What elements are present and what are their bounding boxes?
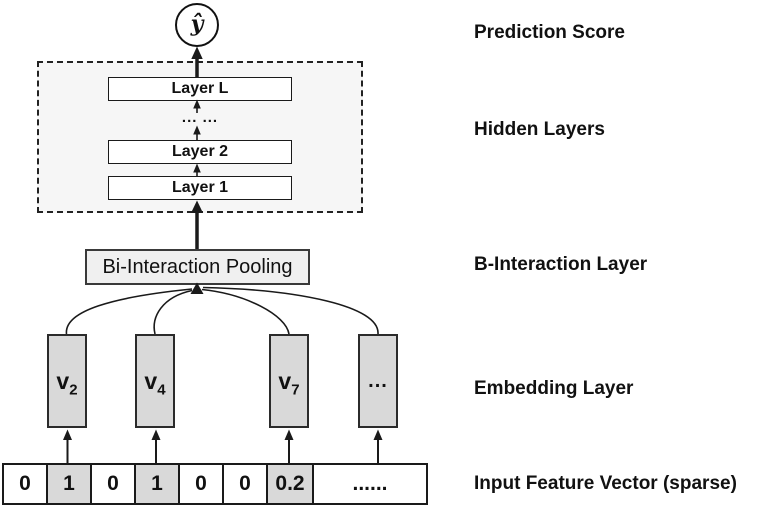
arrow-cell2-to-v2 — [63, 429, 72, 463]
input-cell: ...... — [314, 465, 426, 503]
embedding-vector-v2: v2 — [47, 334, 87, 428]
input-cell: 0 — [180, 465, 224, 503]
label-embedding-layer: Embedding Layer — [474, 378, 634, 399]
layer-1-box: Layer 1 — [108, 176, 292, 200]
embedding-vector-v7: v7 — [269, 334, 309, 428]
arrow-cell7-to-v7 — [284, 429, 294, 463]
input-cell: 0.2 — [268, 465, 314, 503]
curve-v2-to-pooling — [65, 288, 193, 335]
input-cell: 0 — [224, 465, 268, 503]
curve-v4-to-pooling — [153, 289, 193, 335]
embedding-vector-v4: v4 — [135, 334, 175, 428]
label-hidden-layers: Hidden Layers — [474, 119, 605, 140]
input-cell: 1 — [136, 465, 180, 503]
arrow-celldots-to-vdots — [373, 429, 383, 463]
embedding-v7-label: v7 — [278, 367, 300, 399]
prediction-node: ŷ — [175, 3, 219, 47]
embedding-vector-ellipsis: ... — [358, 334, 398, 428]
arrow-cell4-to-v4 — [151, 429, 161, 463]
bi-interaction-pooling-box: Bi-Interaction Pooling — [85, 249, 310, 285]
layer-L-label: Layer L — [171, 80, 229, 97]
bi-interaction-pooling-label: Bi-Interaction Pooling — [102, 255, 293, 278]
layer-2-box: Layer 2 — [108, 140, 292, 164]
layer-2-label: Layer 2 — [171, 143, 229, 160]
input-cell: 0 — [92, 465, 136, 503]
embedding-ellipsis-label: ... — [368, 369, 388, 392]
curve-vdots-to-pooling — [202, 286, 379, 335]
embedding-v2-label: v2 — [56, 367, 78, 399]
input-cell: 1 — [48, 465, 92, 503]
embedding-v4-label: v4 — [144, 367, 166, 399]
input-cell: 0 — [4, 465, 48, 503]
hidden-layers-ellipsis: ... ... — [181, 109, 219, 126]
layer-L-box: Layer L — [108, 77, 292, 101]
input-feature-vector: 0 1 0 1 0 0 0.2 ...... — [2, 463, 428, 505]
layer-1-label: Layer 1 — [171, 179, 229, 196]
label-input-feature-vector: Input Feature Vector (sparse) — [474, 473, 737, 494]
curve-v7-to-pooling — [201, 288, 290, 335]
label-prediction-score: Prediction Score — [474, 22, 625, 43]
label-b-interaction-layer: B-Interaction Layer — [474, 254, 648, 275]
prediction-symbol: ŷ — [190, 11, 204, 37]
